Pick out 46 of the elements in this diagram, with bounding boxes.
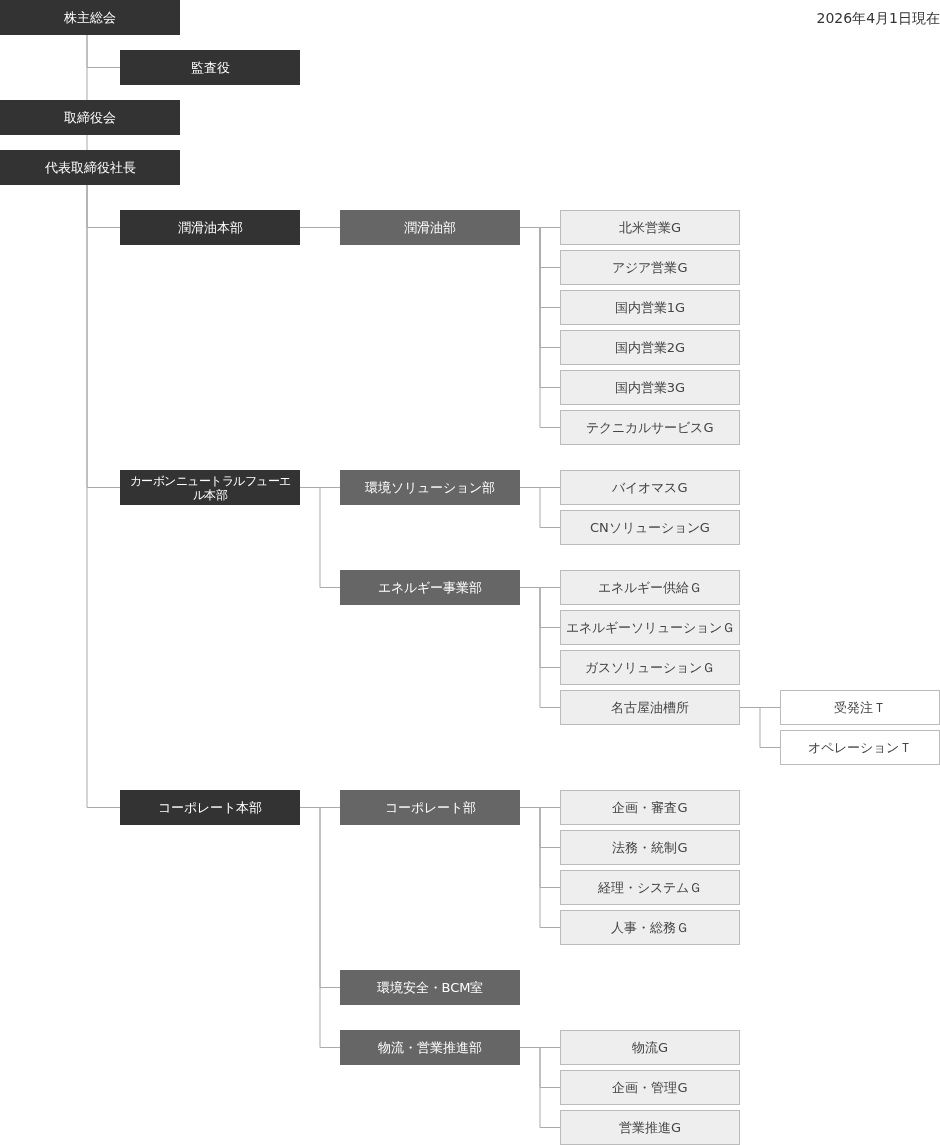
connector-line — [519, 487, 561, 528]
group-box: 名古屋油槽所 — [560, 690, 740, 725]
top-level-box: 監査役 — [120, 50, 300, 85]
group-box: ガスソリューションＧ — [560, 650, 740, 685]
connector-line — [299, 227, 341, 228]
group-box: 企画・管理G — [560, 1070, 740, 1105]
team-box: オペレーションＴ — [780, 730, 940, 765]
connector-line — [519, 587, 561, 708]
group-box: 国内営業3G — [560, 370, 740, 405]
date-note: 2026年4月1日現在 — [816, 10, 940, 28]
department-box: 物流・営業推進部 — [340, 1030, 520, 1065]
group-box: エネルギー供給Ｇ — [560, 570, 740, 605]
connector-line — [519, 227, 561, 428]
top-level-box: 潤滑油本部 — [120, 210, 300, 245]
connector-line — [86, 34, 88, 101]
top-level-box: 代表取締役社長 — [0, 150, 180, 185]
group-box: バイオマスG — [560, 470, 740, 505]
group-box: 企画・審査G — [560, 790, 740, 825]
department-box: 環境ソリューション部 — [340, 470, 520, 505]
group-box: 経理・システムＧ — [560, 870, 740, 905]
department-box: コーポレート部 — [340, 790, 520, 825]
department-box: 環境安全・BCM室 — [340, 970, 520, 1005]
department-box: エネルギー事業部 — [340, 570, 520, 605]
top-level-box: カーボンニュートラルフューエル本部 — [120, 470, 300, 505]
team-box: 受発注Ｔ — [780, 690, 940, 725]
group-box: 国内営業2G — [560, 330, 740, 365]
group-box: アジア営業G — [560, 250, 740, 285]
top-level-box: 株主総会 — [0, 0, 180, 35]
group-box: 営業推進G — [560, 1110, 740, 1145]
connector-line — [86, 184, 121, 808]
group-box: 物流G — [560, 1030, 740, 1065]
group-box: テクニカルサービスG — [560, 410, 740, 445]
group-box: 北米営業G — [560, 210, 740, 245]
connector-line — [519, 807, 561, 928]
connector-line — [739, 707, 781, 748]
group-box: エネルギーソリューションＧ — [560, 610, 740, 645]
connector-line — [86, 134, 88, 151]
group-box: 法務・統制G — [560, 830, 740, 865]
group-box: 国内営業1G — [560, 290, 740, 325]
connector-line — [519, 1047, 561, 1128]
department-box: 潤滑油部 — [340, 210, 520, 245]
top-level-box: コーポレート本部 — [120, 790, 300, 825]
group-box: 人事・総務Ｇ — [560, 910, 740, 945]
top-level-box: 取締役会 — [0, 100, 180, 135]
group-box: CNソリューションG — [560, 510, 740, 545]
connector-line — [299, 807, 341, 1048]
